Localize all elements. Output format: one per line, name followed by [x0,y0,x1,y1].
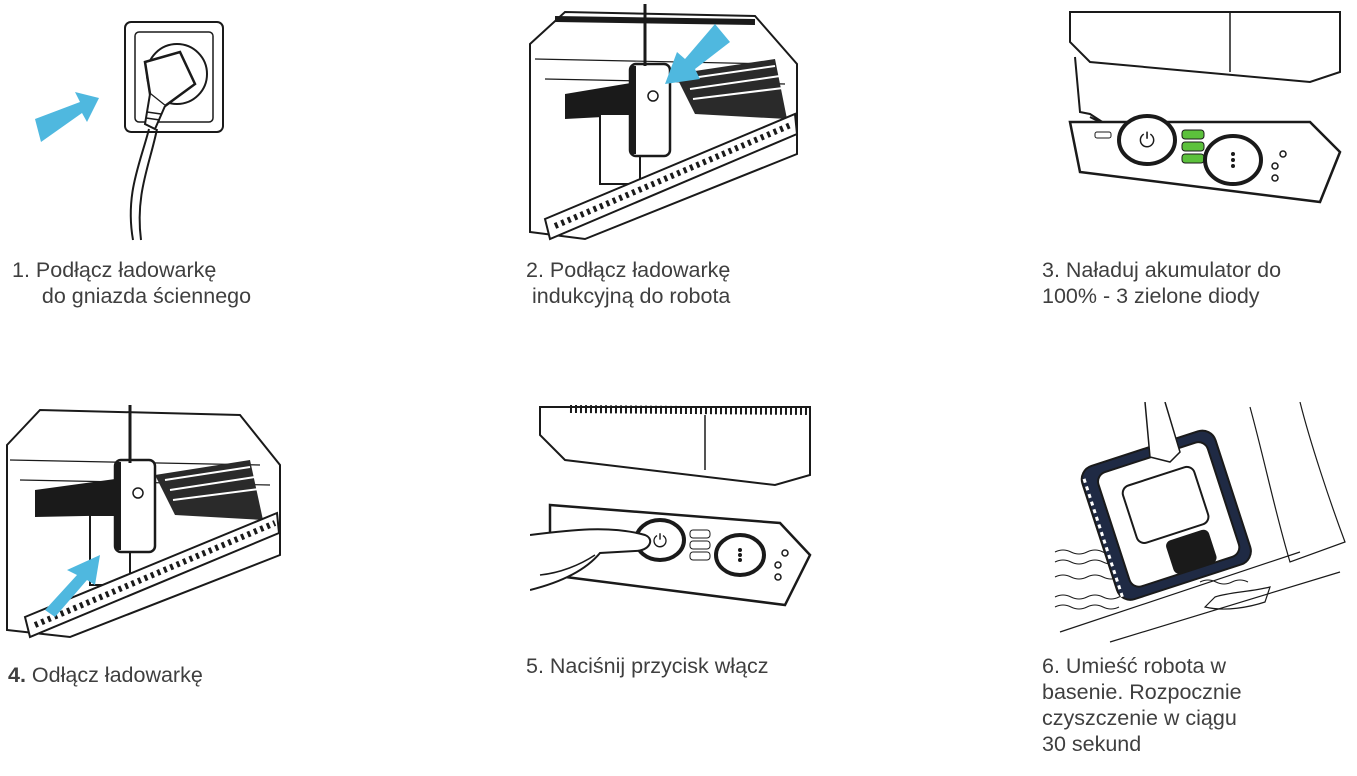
caption-line: 3. Naładuj akumulator do [1042,257,1281,283]
robot-in-pool-icon [1050,402,1350,647]
caption-line: basenie. Rozpocznie [1042,679,1242,705]
step-2-caption: 2. Podłącz ładowarkę indukcyjną do robot… [526,257,730,309]
step-5-illustration: ⏻ [530,405,815,637]
press-power-button-icon: ⏻ [530,405,815,637]
step-1-illustration [15,14,245,244]
caption-line: 1. Podłącz ładowarkę [12,257,251,283]
charger-unplug-icon [5,405,285,640]
step-4-illustration [5,405,285,640]
step-2-illustration [525,4,800,242]
step-5-caption: 5. Naciśnij przycisk włącz [526,653,769,679]
caption-line: 6. Umieść robota w [1042,653,1242,679]
step-3-caption: 3. Naładuj akumulator do 100% - 3 zielon… [1042,257,1281,309]
caption-line: 5. Naciśnij przycisk włącz [526,653,769,679]
control-panel-leds-icon: ⏻ [1050,2,1350,214]
caption-line: 100% - 3 zielone diody [1042,283,1281,309]
step-6-caption: 6. Umieść robota w basenie. Rozpocznie c… [1042,653,1242,757]
caption-line: czyszczenie w ciągu [1042,705,1242,731]
wall-socket-plug-icon [15,14,245,244]
svg-text:⏻: ⏻ [1139,128,1155,152]
caption-line: indukcyjną do robota [526,283,730,309]
svg-text:⏻: ⏻ [653,531,667,552]
step-6-illustration [1050,402,1350,647]
inductive-charger-robot-icon [525,4,800,242]
caption-text: Odłącz ładowarkę [26,663,203,687]
step-number: 4. [8,663,26,687]
caption-line: 4. Odłącz ładowarkę [8,662,203,688]
step-3-illustration: ⏻ [1050,2,1350,214]
caption-line: do gniazda ściennego [12,283,251,309]
caption-line: 2. Podłącz ładowarkę [526,257,730,283]
step-4-caption: 4. Odłącz ładowarkę [8,662,203,688]
caption-line: 30 sekund [1042,731,1242,757]
step-1-caption: 1. Podłącz ładowarkę do gniazda ścienneg… [12,257,251,309]
